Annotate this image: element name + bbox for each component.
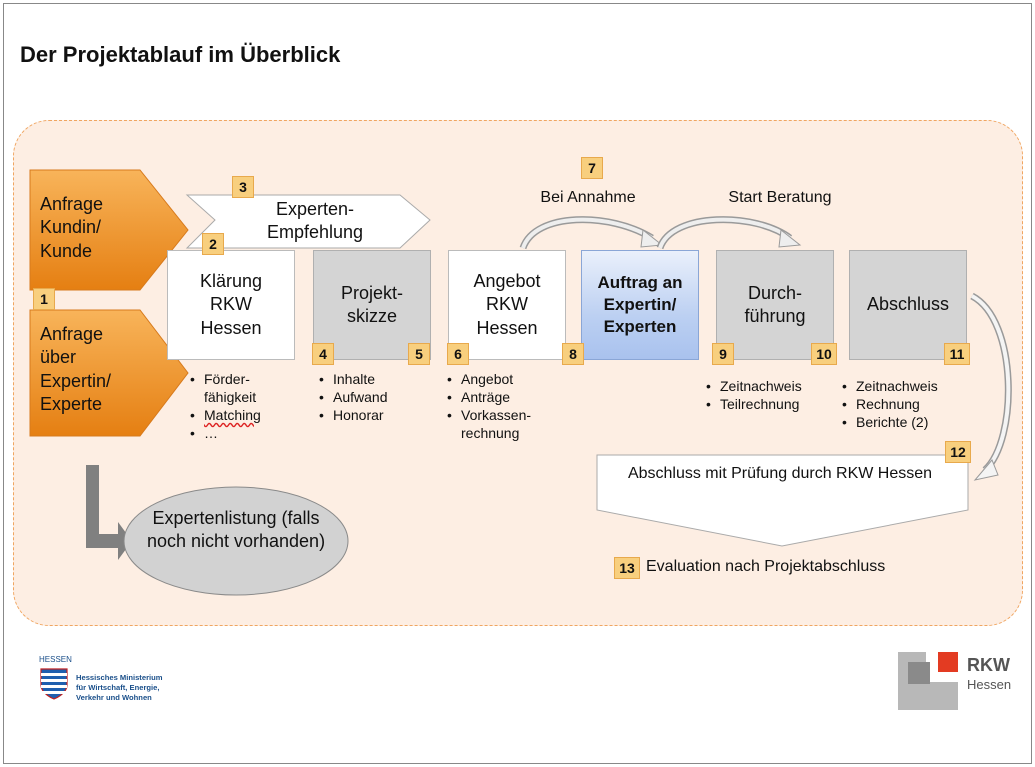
expertenlistung-label: Expertenlistung (falls noch nicht vorhan… <box>146 508 326 551</box>
list-item: Zeitnachweis <box>704 377 844 395</box>
list-item: Angebot <box>445 370 565 388</box>
durchfuehrung-box: Durch- führung <box>716 250 834 360</box>
list-item: Vorkassen- rechnung <box>445 406 565 442</box>
list-item: … <box>188 424 298 442</box>
klaerung-list: Förder- fähigkeit Matching … <box>188 370 298 442</box>
rkw-sub: Hessen <box>967 677 1012 692</box>
badge-2: 2 <box>202 233 224 255</box>
rkw-logo-icon <box>898 652 958 710</box>
angebot-label: Angebot RKW Hessen <box>473 270 541 338</box>
expertenlistung-arrow <box>86 465 132 560</box>
expertenlistung-ellipse <box>123 486 349 596</box>
abschluss-label: Abschluss <box>866 294 950 315</box>
hessen-tag: HESSEN <box>39 655 72 664</box>
page-title: Der Projektablauf im Überblick <box>20 42 341 67</box>
durchfuehrung-label: Durch- führung <box>744 282 806 326</box>
list-item: Matching <box>188 406 298 424</box>
bei-annahme-arrow <box>519 216 654 250</box>
auftrag-box: Auftrag an Expertin/ Experten <box>581 250 699 360</box>
klaerung-box: Klärung RKW Hessen <box>167 250 295 360</box>
badge-12: 12 <box>945 441 971 463</box>
empfehlung-arrow <box>185 194 431 249</box>
list-item: Teilrechnung <box>704 395 844 413</box>
slide-frame <box>3 3 1032 764</box>
list-item: Anträge <box>445 388 565 406</box>
badge-11: 11 <box>944 343 970 365</box>
list-item: Aufwand <box>317 388 427 406</box>
angebot-list: Angebot Anträge Vorkassen- rechnung <box>445 370 565 442</box>
ministerium-name: Hessisches Ministerium für Wirtschaft, E… <box>76 673 163 702</box>
anfrage-experte-shape <box>29 309 189 437</box>
skizze-label: Projekt- skizze <box>340 282 403 326</box>
rkw-name: RKW <box>967 655 1010 675</box>
abschluss-list: Zeitnachweis Rechnung Berichte (2) <box>840 377 990 431</box>
badge-4: 4 <box>312 343 334 365</box>
badge-6: 6 <box>447 343 469 365</box>
pruefung-shape <box>596 454 969 547</box>
empfehlung-label: Experten- Empfehlung <box>266 199 364 242</box>
hessen-coat-of-arms-icon <box>40 668 68 700</box>
matching-text: Matching <box>204 407 261 423</box>
pruefung-label: Abschluss mit Prüfung durch RKW Hessen <box>627 465 933 482</box>
list-item: Förder- fähigkeit <box>188 370 298 406</box>
anfrage-kunde-label: Anfrage Kundin/ Kunde <box>40 194 104 261</box>
badge-9: 9 <box>712 343 734 365</box>
badge-8: 8 <box>562 343 584 365</box>
angebot-box: Angebot RKW Hessen <box>448 250 566 360</box>
list-item: Rechnung <box>840 395 990 413</box>
badge-13: 13 <box>614 557 640 579</box>
list-item: Inhalte <box>317 370 427 388</box>
bei-annahme-label: Bei Annahme <box>540 189 636 206</box>
badge-5: 5 <box>408 343 430 365</box>
list-item: Zeitnachweis <box>840 377 990 395</box>
evaluation-label: Evaluation nach Projektabschluss <box>646 558 886 575</box>
badge-1: 1 <box>33 288 55 310</box>
list-item: Honorar <box>317 406 427 424</box>
list-item: Berichte (2) <box>840 413 990 431</box>
anfrage-kunde-shape <box>29 169 189 291</box>
skizze-box: Projekt- skizze <box>313 250 431 360</box>
auftrag-label: Auftrag an Expertin/ Experten <box>597 272 683 337</box>
start-beratung-arrow <box>656 216 793 250</box>
badge-3: 3 <box>232 176 254 198</box>
skizze-list: Inhalte Aufwand Honorar <box>317 370 427 424</box>
badge-10: 10 <box>811 343 837 365</box>
durchfuehrung-list: Zeitnachweis Teilrechnung <box>704 377 844 413</box>
klaerung-label: Klärung RKW Hessen <box>199 270 263 338</box>
abschluss-box: Abschluss <box>849 250 967 360</box>
anfrage-experte-label: Anfrage über Expertin/ Experte <box>40 324 112 415</box>
start-beratung-label: Start Beratung <box>728 189 832 206</box>
badge-7: 7 <box>581 157 603 179</box>
